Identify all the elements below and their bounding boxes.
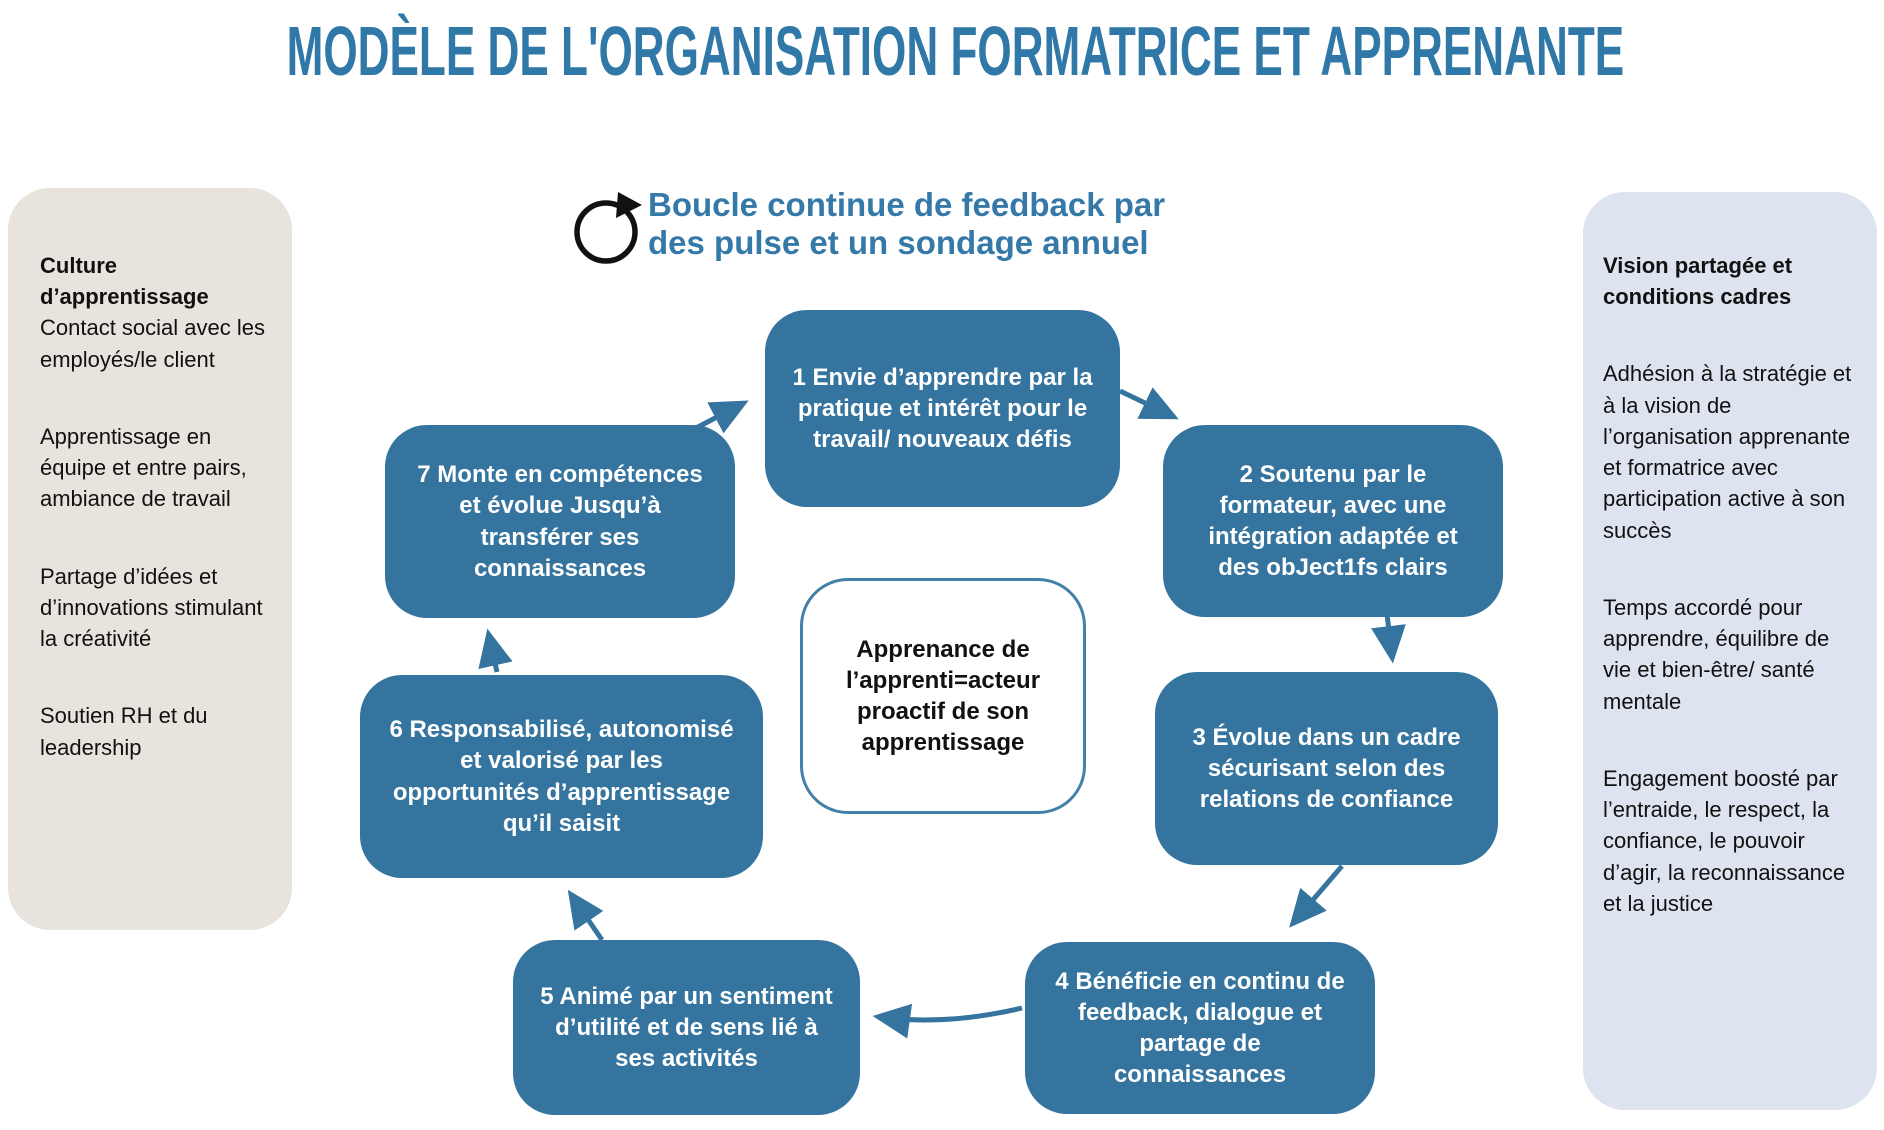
left-panel-item: Apprentissage en équipe et entre pairs, … bbox=[40, 423, 247, 512]
right-panel-item: Engagement boosté par l’entraide, le res… bbox=[1603, 765, 1846, 916]
cycle-step-5: 5 Animé par un sentiment d’utilité et de… bbox=[513, 940, 860, 1115]
cycle-step-4: 4 Bénéficie en continu de feedback, dial… bbox=[1025, 942, 1375, 1114]
right-panel-heading: Vision partagée et conditions cadres bbox=[1603, 253, 1793, 310]
page-title: MODÈLE DE L'ORGANISATION FORMATRICE ET A… bbox=[0, 13, 1625, 90]
arrow-step1-to-step2 bbox=[1118, 387, 1179, 420]
right-panel-item: Adhésion à la stratégie et à la vision d… bbox=[1603, 361, 1852, 543]
left-panel-heading: Culture d’apprentissage bbox=[40, 253, 209, 310]
left-panel-item: Contact social avec les employés/le clie… bbox=[40, 315, 265, 372]
feedback-loop-heading: Boucle continue de feedback par des puls… bbox=[648, 186, 1248, 262]
cycle-step-3: 3 Évolue dans un cadre sécurisant selon … bbox=[1155, 672, 1498, 865]
arrow-step3-to-step4 bbox=[1289, 864, 1344, 928]
left-panel-item: Partage d’idées et d’innovations stimula… bbox=[40, 563, 263, 652]
cycle-step-1: 1 Envie d’apprendre par la pratique et i… bbox=[765, 310, 1120, 507]
circular-arrow-icon bbox=[574, 192, 642, 264]
cycle-step-7: 7 Monte en compétences et évolue Jusqu’à… bbox=[385, 425, 735, 618]
left-panel-item: Soutien RH et du leadership bbox=[40, 703, 208, 760]
center-apprenance-box: Apprenance de l’apprenti=acteur proactif… bbox=[800, 578, 1086, 814]
right-panel-vision: Vision partagée et conditions cadres Adh… bbox=[1583, 192, 1877, 1110]
arrow-step2-to-step3 bbox=[1371, 613, 1406, 664]
right-panel-item: Temps accordé pour apprendre, équilibre … bbox=[1603, 594, 1830, 714]
left-panel-culture: Culture d’apprentissage Contact social a… bbox=[8, 188, 292, 930]
page-title-text: MODÈLE DE L'ORGANISATION FORMATRICE ET A… bbox=[286, 13, 1625, 91]
arrow-step4-to-step5 bbox=[872, 1003, 1023, 1039]
feedback-loop-heading-line1: Boucle continue de feedback par bbox=[648, 186, 1166, 223]
arrow-step5-to-step6 bbox=[567, 889, 605, 942]
feedback-loop-heading-line2: des pulse et un sondage annuel bbox=[648, 223, 1149, 261]
cycle-step-2: 2 Soutenu par le formateur, avec une int… bbox=[1163, 425, 1503, 617]
cycle-step-6: 6 Responsabilisé, autonomisé et valorisé… bbox=[360, 675, 763, 878]
arrow-step6-to-step7 bbox=[478, 628, 513, 673]
